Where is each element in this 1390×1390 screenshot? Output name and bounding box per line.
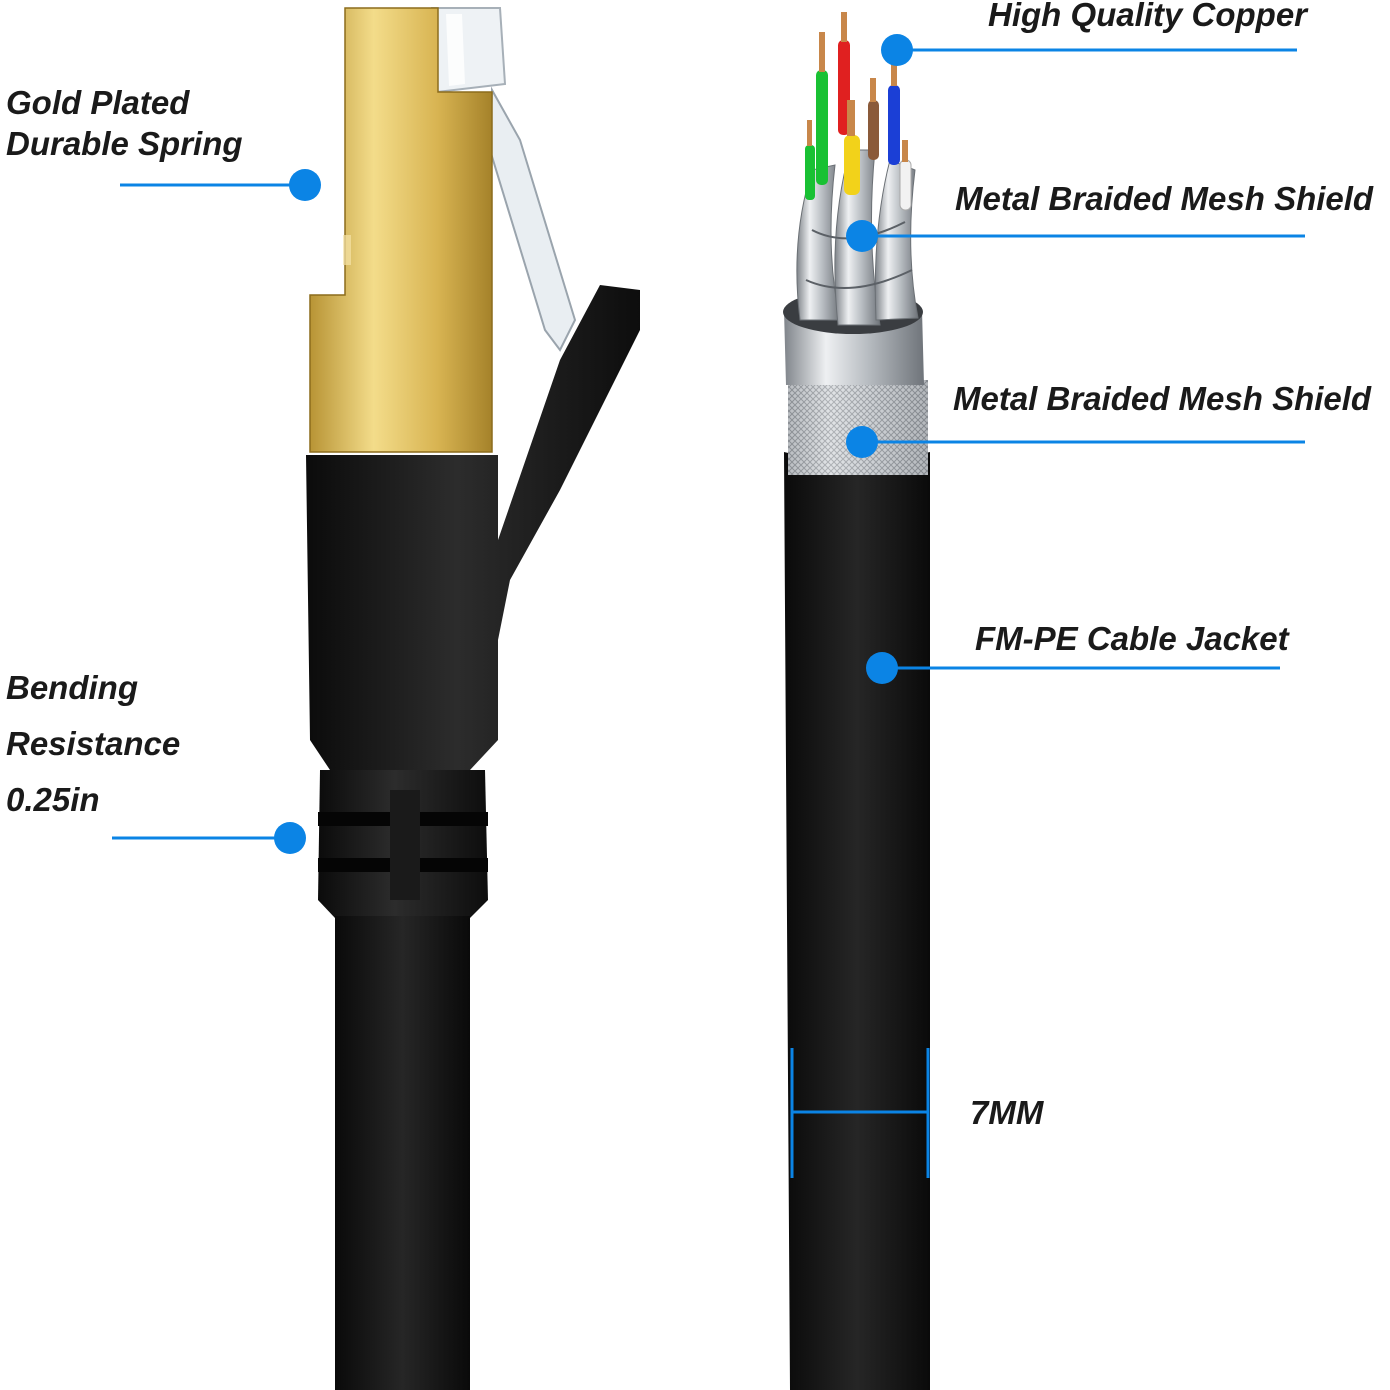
strain-relief [318, 770, 488, 918]
stripped-ethernet-cable [783, 12, 930, 1390]
bending-line2: Resistance [6, 725, 181, 762]
bending-resistance-label: Bending Resistance 0.25in [6, 660, 180, 828]
gold-plated-label: Gold Plated Durable Spring [6, 82, 243, 165]
callout-dot-icon [289, 169, 321, 201]
inner-shield-label: Metal Braided Mesh Shield [955, 180, 1374, 217]
bending-line1: Bending [6, 669, 138, 706]
dimension-bracket-icon [790, 1048, 930, 1178]
rj45-connector [306, 7, 640, 1390]
bending-line3: 0.25in [6, 781, 100, 818]
diameter-label: 7MM [970, 1094, 1044, 1131]
callout-markers [112, 34, 1305, 854]
gold-plated-line1: Gold Plated [6, 84, 190, 121]
callout-dot-icon [881, 34, 913, 66]
callout-dot-icon [274, 822, 306, 854]
cable-jacket-label: FM-PE Cable Jacket [975, 620, 1289, 657]
latch-clip [488, 86, 577, 352]
outer-shield-label: Metal Braided Mesh Shield [953, 380, 1372, 417]
fm-pe-jacket [784, 452, 930, 1390]
copper-label: High Quality Copper [988, 0, 1308, 33]
left-cable [335, 916, 470, 1390]
connector-boot [306, 285, 640, 770]
copper-conductors [805, 12, 912, 211]
foil-pairs [796, 149, 919, 326]
connector-clear-tip [430, 7, 507, 94]
callout-dot-icon [846, 426, 878, 458]
gold-plated-line2: Durable Spring [6, 125, 243, 163]
callout-dot-icon [866, 652, 898, 684]
gold-plated-shield-icon [309, 7, 493, 453]
callout-dot-icon [846, 220, 878, 252]
